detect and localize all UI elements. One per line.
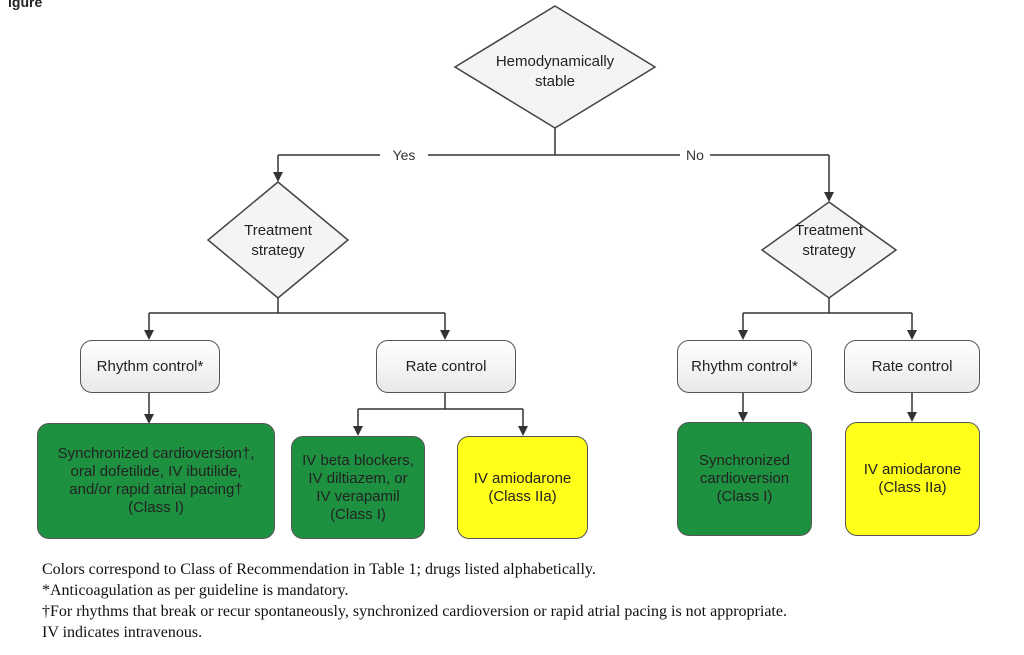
left-strategy-line1: Treatment bbox=[244, 222, 313, 239]
left-rate-treatment-green-box: IV beta blockers, IV diltiazem, or IV ve… bbox=[291, 436, 425, 539]
flowchart: Hemodynamically stable Yes No Treatment … bbox=[144, 5, 917, 436]
footnote-anticoagulation: *Anticoagulation as per guideline is man… bbox=[42, 582, 349, 599]
footnotes: Colors correspond to Class of Recommenda… bbox=[42, 559, 1012, 643]
left-strategy-diamond bbox=[206, 181, 350, 299]
right-rhythm-control-box: Rhythm control* bbox=[677, 340, 812, 393]
left-rate-control-box: Rate control bbox=[376, 340, 516, 393]
root-decision-line1: Hemodynamically bbox=[496, 53, 615, 70]
yes-edge-label: Yes bbox=[393, 147, 416, 163]
left-rhythm-control-box: Rhythm control* bbox=[80, 340, 220, 393]
left-strategy-line2: strategy bbox=[251, 242, 305, 259]
no-edge-label: No bbox=[686, 147, 704, 163]
footnote-dagger: †For rhythms that break or recur spontan… bbox=[42, 603, 787, 620]
right-strategy-line2: strategy bbox=[802, 242, 856, 259]
right-rhythm-treatment-box: Synchronized cardioversion (Class I) bbox=[677, 422, 812, 536]
footnote-colors: Colors correspond to Class of Recommenda… bbox=[42, 561, 596, 578]
figure-label: igure bbox=[8, 0, 43, 10]
root-decision-line2: stable bbox=[535, 73, 575, 90]
right-rate-control-box: Rate control bbox=[844, 340, 980, 393]
left-rate-treatment-yellow-box: IV amiodarone (Class IIa) bbox=[457, 436, 588, 539]
footnote-iv: IV indicates intravenous. bbox=[42, 624, 203, 641]
right-rate-treatment-box: IV amiodarone (Class IIa) bbox=[845, 422, 980, 536]
right-strategy-line1: Treatment bbox=[795, 222, 864, 239]
left-rhythm-treatment-box: Synchronized cardioversion†, oral dofeti… bbox=[37, 423, 275, 539]
